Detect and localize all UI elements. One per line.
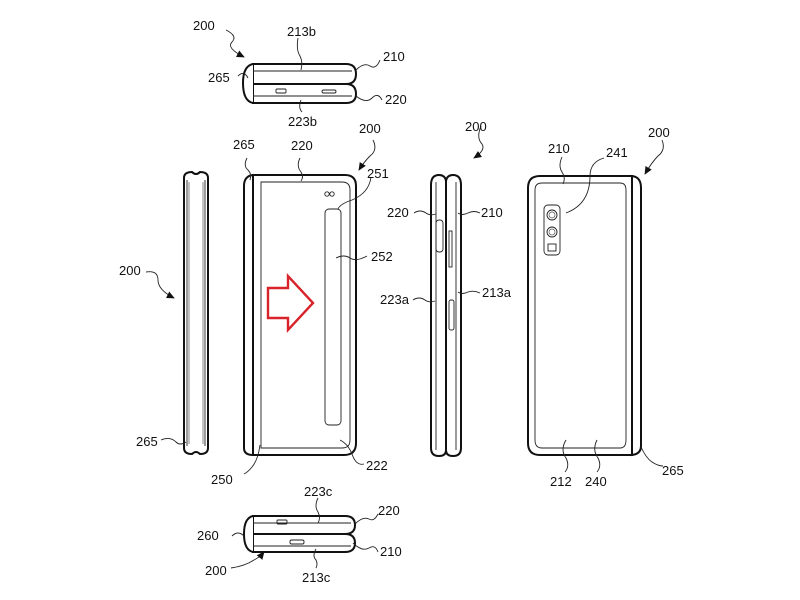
main-display: [260, 181, 351, 449]
rear-view: 210 241 200 212 240 265: [527, 125, 684, 489]
rear-plate: [534, 182, 627, 449]
top-view: 200 213b 210 265 220 223b: [193, 18, 407, 129]
label-213c: 213c: [302, 570, 331, 585]
sub-display: [324, 208, 342, 426]
volume-key: [448, 230, 453, 268]
top-view-hinge-cap: [241, 63, 254, 104]
label-200: 200: [193, 18, 215, 33]
label-252: 252: [371, 249, 393, 264]
label-220: 220: [385, 92, 407, 107]
right-side-view: 200 220 210 223a 213a: [380, 119, 512, 458]
label-210: 210: [548, 141, 570, 156]
side-key-button: [435, 219, 444, 253]
speaker-grille-icon: [276, 519, 288, 525]
red-right-arrow-icon: [266, 272, 315, 334]
right-side-first-housing: [445, 173, 462, 458]
speaker-grille-icon: [275, 88, 287, 94]
label-241: 241: [606, 145, 628, 160]
label-213a: 213a: [482, 285, 512, 300]
label-250: 250: [211, 472, 233, 487]
label-200: 200: [359, 121, 381, 136]
label-223a: 223a: [380, 292, 410, 307]
label-265: 265: [662, 463, 684, 478]
label-220: 220: [378, 503, 400, 518]
label-223c: 223c: [304, 484, 333, 499]
label-213b: 213b: [287, 24, 316, 39]
flash-icon: [547, 243, 557, 252]
label-200: 200: [465, 119, 487, 134]
bottom-view-upper-housing: [252, 515, 357, 535]
rear-housing: [527, 175, 633, 456]
left-side-body: [183, 170, 209, 456]
label-251: 251: [367, 166, 389, 181]
power-key: [448, 299, 455, 331]
label-223b: 223b: [288, 114, 317, 129]
front-hinge: [243, 173, 254, 457]
label-220: 220: [291, 138, 313, 153]
right-side-second-housing: [430, 173, 447, 458]
label-210: 210: [481, 205, 503, 220]
front-view: 265 220 200 251 252 250 222: [211, 121, 393, 487]
left-side-view: 200 265: [119, 170, 209, 456]
camera-lens-icon: [546, 209, 558, 221]
usb-port-icon: [289, 539, 305, 545]
front-housing: [252, 174, 357, 456]
port-icon: [321, 89, 337, 94]
camera-icon: [324, 191, 330, 197]
label-210: 210: [380, 544, 402, 559]
label-220: 220: [387, 205, 409, 220]
label-240: 240: [585, 474, 607, 489]
top-view-lower-housing: [252, 83, 358, 104]
camera-lens-icon: [546, 226, 558, 238]
rear-hinge: [631, 174, 642, 457]
bottom-view: 223c 220 260 210 200 213c: [197, 484, 402, 585]
label-265: 265: [136, 434, 158, 449]
label-265: 265: [208, 70, 230, 85]
label-200: 200: [205, 563, 227, 578]
label-200: 200: [119, 263, 141, 278]
camera-icon: [329, 191, 335, 197]
bottom-view-hinge-cap: [242, 515, 254, 553]
label-200: 200: [648, 125, 670, 140]
label-212: 212: [550, 474, 572, 489]
label-260: 260: [197, 528, 219, 543]
camera-module: [543, 204, 561, 256]
top-view-upper-housing: [252, 63, 358, 85]
label-265: 265: [233, 137, 255, 152]
label-210: 210: [383, 49, 405, 64]
label-222: 222: [366, 458, 388, 473]
